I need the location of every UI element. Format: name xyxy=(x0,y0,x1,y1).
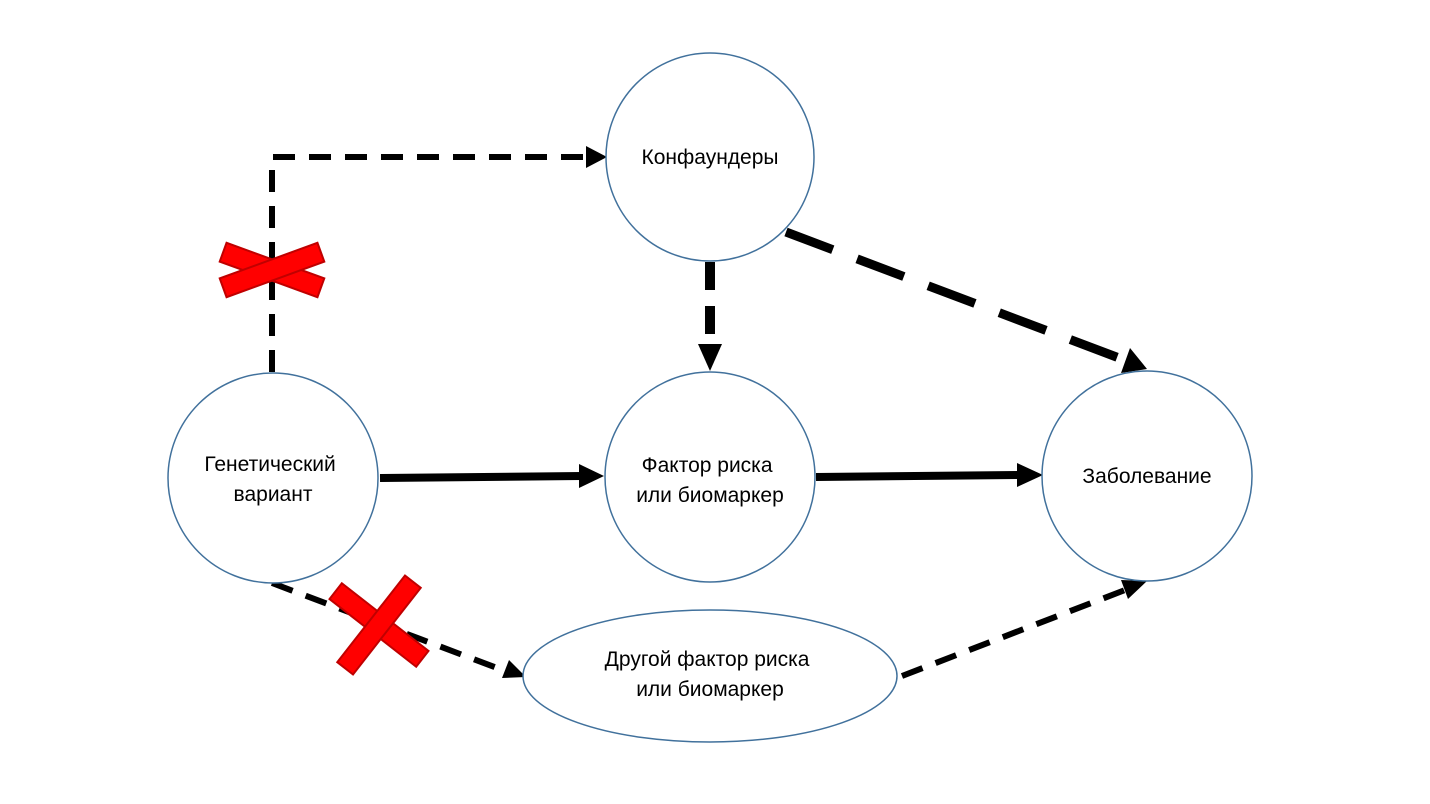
node-disease-label: Заболевание xyxy=(1082,465,1211,488)
node-other-risk-factor-line-2: или биомаркер xyxy=(636,678,784,701)
node-genetic-variant-label: Генетический вариант xyxy=(204,453,341,506)
node-genetic-variant-line-2: вариант xyxy=(234,483,313,506)
edge-risk-factor-to-disease xyxy=(815,463,1043,487)
node-genetic-variant-line-1: Генетический xyxy=(204,453,335,476)
edge-genetic-to-confounders xyxy=(269,146,607,372)
node-other-risk-factor: Другой фактор риска или биомаркер xyxy=(522,609,898,743)
edge-confounders-to-disease xyxy=(784,227,1147,373)
node-confounders: Конфаундеры xyxy=(605,52,815,262)
node-genetic-variant: Генетический вариант xyxy=(167,372,379,584)
node-disease: Заболевание xyxy=(1041,370,1253,582)
blocked-path-cross-lower xyxy=(328,574,430,676)
edge-confounders-to-risk-factor xyxy=(698,262,722,371)
edge-other-risk-factor-to-disease xyxy=(900,580,1147,679)
node-risk-factor-line-1: Фактор риска xyxy=(642,454,773,477)
blocked-path-cross-upper xyxy=(218,241,326,299)
node-risk-factor-label: Фактор риска или биомаркер xyxy=(636,454,784,507)
edge-genetic-to-risk-factor xyxy=(379,464,604,488)
node-risk-factor: Фактор риска или биомаркер xyxy=(604,371,816,583)
node-confounders-label: Конфаундеры xyxy=(641,146,778,169)
node-other-risk-factor-label: Другой фактор риска или биомаркер xyxy=(605,648,816,701)
node-other-risk-factor-line-1: Другой фактор риска xyxy=(605,648,810,671)
node-risk-factor-line-2: или биомаркер xyxy=(636,484,784,507)
